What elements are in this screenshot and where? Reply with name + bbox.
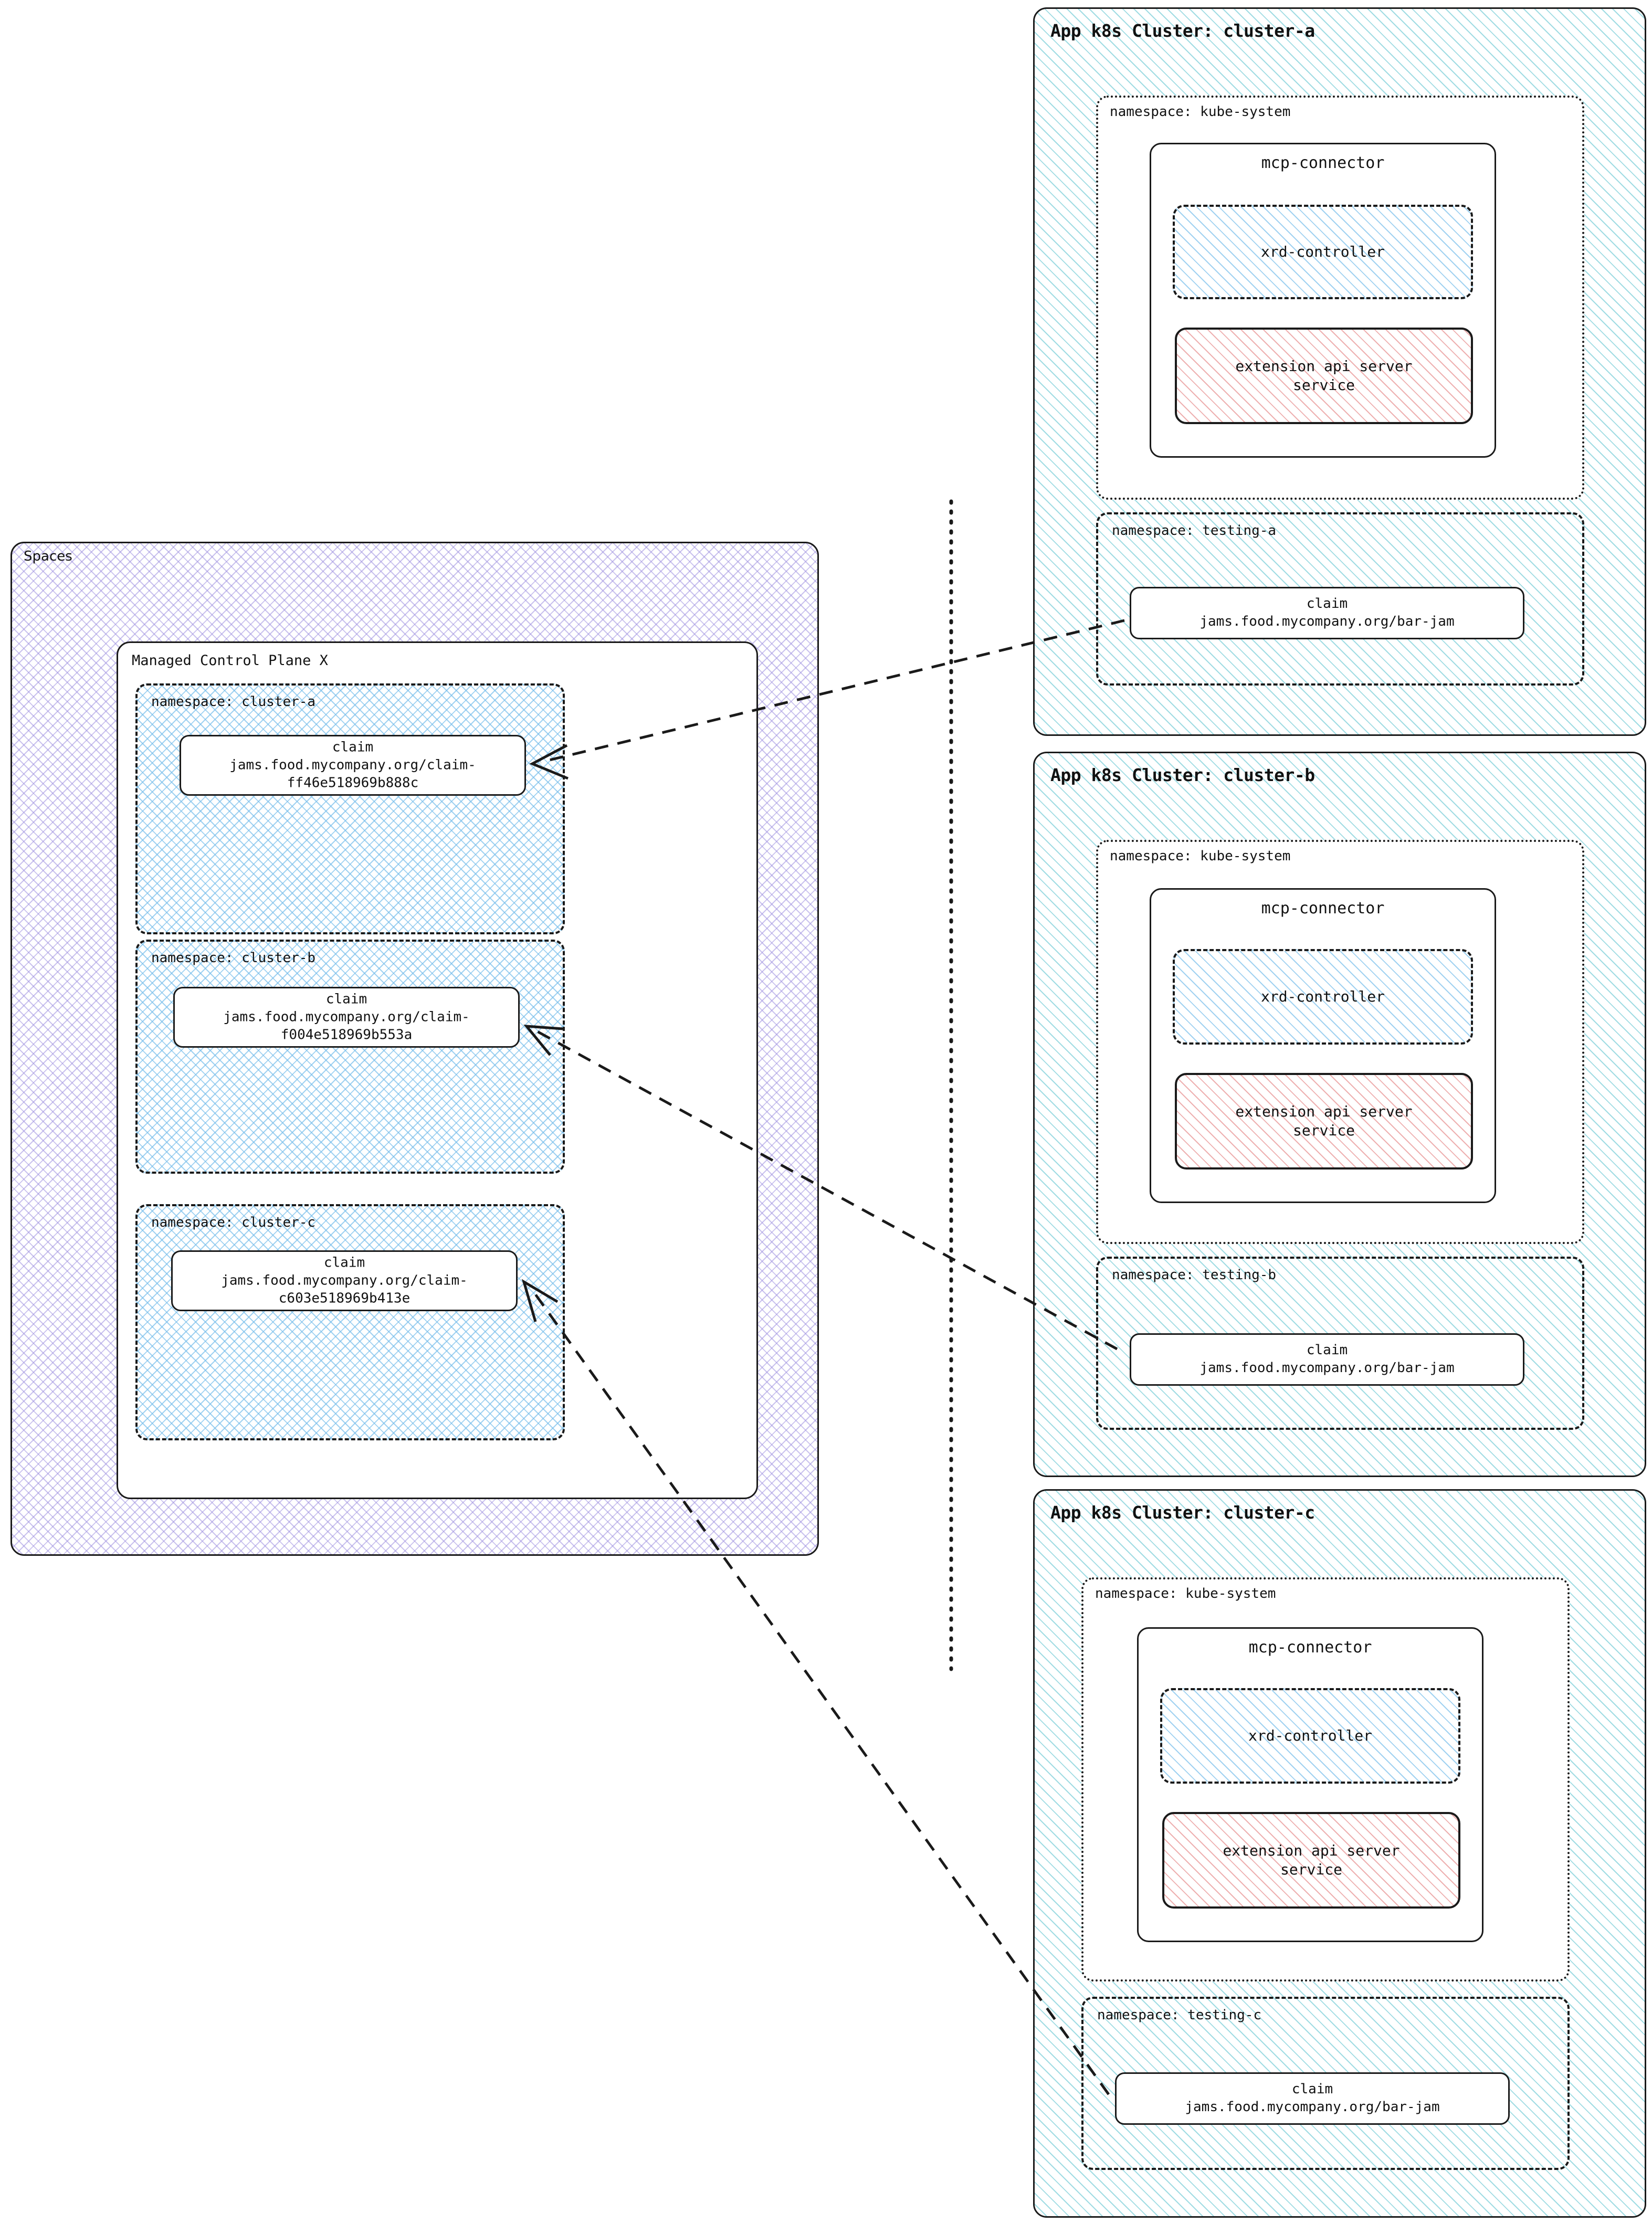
api-server-line1: extension api server [1235,1103,1413,1121]
xrd-controller-c-label: xrd-controller [1248,1727,1372,1745]
api-server-line1: extension api server [1235,357,1413,375]
namespace-testing-b-label: namespace: testing-b [1112,1267,1277,1283]
claim-cluster-a-text: claim jams.food.mycompany.org/claim- ff4… [181,739,524,792]
spaces-label: Spaces [24,549,72,564]
claim-testing-c-text: claim jams.food.mycompany.org/bar-jam [1117,2081,1508,2116]
claim-kind: claim [1291,2081,1333,2098]
namespace-cluster-b-label: namespace: cluster-b [151,950,316,966]
claim-ref-line1: jams.food.mycompany.org/claim- [223,1009,470,1025]
app-cluster-c-label: App k8s Cluster: cluster-c [1050,1502,1315,1523]
xrd-controller-a: xrd-controller [1173,205,1473,299]
api-server-line2: service [1280,1861,1342,1878]
namespace-cluster-b: namespace: cluster-b [135,940,565,1174]
namespace-testing-a-label: namespace: testing-a [1112,523,1277,539]
mcp-connector-b-label: mcp-connector [1261,899,1385,918]
extension-api-server-c-label: extension api server service [1164,1841,1458,1879]
claim-cluster-c-text: claim jams.food.mycompany.org/claim- c60… [173,1254,516,1307]
api-server-line2: service [1292,1122,1355,1139]
claim-ref-line1: jams.food.mycompany.org/bar-jam [1199,614,1455,629]
app-cluster-b-label: App k8s Cluster: cluster-b [1050,765,1315,785]
app-cluster-a-label: App k8s Cluster: cluster-a [1050,20,1315,41]
claim-ref-line1: jams.food.mycompany.org/bar-jam [1199,1360,1455,1376]
claim-kind: claim [1306,596,1348,612]
claim-ref-line1: jams.food.mycompany.org/claim- [221,1272,468,1289]
claim-cluster-b-text: claim jams.food.mycompany.org/claim- f00… [175,990,518,1044]
claim-kind: claim [1306,1342,1348,1358]
xrd-controller-a-label: xrd-controller [1260,243,1385,261]
claim-testing-a[interactable]: claim jams.food.mycompany.org/bar-jam [1130,587,1524,639]
namespace-cluster-c-label: namespace: cluster-c [151,1215,316,1230]
claim-testing-c[interactable]: claim jams.food.mycompany.org/bar-jam [1115,2072,1510,2125]
claim-ref-line1: jams.food.mycompany.org/claim- [229,757,476,773]
extension-api-server-b-label: extension api server service [1177,1102,1471,1140]
claim-ref-line2: f004e518969b553a [280,1026,413,1042]
claim-testing-b[interactable]: claim jams.food.mycompany.org/bar-jam [1130,1333,1524,1386]
claim-testing-b-text: claim jams.food.mycompany.org/bar-jam [1131,1342,1523,1377]
claim-cluster-a[interactable]: claim jams.food.mycompany.org/claim- ff4… [180,735,526,796]
claim-cluster-b[interactable]: claim jams.food.mycompany.org/claim- f00… [173,987,520,1048]
claim-kind: claim [332,739,374,755]
claim-cluster-c[interactable]: claim jams.food.mycompany.org/claim- c60… [171,1250,518,1311]
extension-api-server-c: extension api server service [1162,1812,1460,1909]
xrd-controller-b-label: xrd-controller [1260,988,1385,1006]
claim-ref-line1: jams.food.mycompany.org/bar-jam [1185,2099,1440,2115]
namespace-testing-a: namespace: testing-a [1096,512,1584,686]
claim-ref-line2: ff46e518969b888c [287,774,419,791]
api-server-line1: extension api server [1223,1842,1400,1860]
claim-ref-line2: c603e518969b413e [278,1290,411,1306]
mcp-connector-c-label: mcp-connector [1248,1638,1372,1657]
extension-api-server-b: extension api server service [1175,1073,1473,1169]
extension-api-server-a: extension api server service [1175,328,1473,424]
namespace-kube-system-a-label: namespace: kube-system [1110,104,1291,120]
namespace-cluster-c: namespace: cluster-c [135,1204,565,1440]
api-server-line2: service [1292,376,1355,394]
claim-kind: claim [325,991,367,1007]
xrd-controller-c: xrd-controller [1160,1688,1460,1784]
control-plane-label: Managed Control Plane X [132,652,328,669]
namespace-kube-system-b-label: namespace: kube-system [1110,848,1291,864]
mcp-connector-a-label: mcp-connector [1261,154,1385,172]
namespace-cluster-a: namespace: cluster-a [135,683,565,934]
namespace-kube-system-c-label: namespace: kube-system [1095,1586,1276,1601]
extension-api-server-a-label: extension api server service [1177,357,1471,395]
claim-kind: claim [323,1255,365,1271]
namespace-cluster-a-label: namespace: cluster-a [151,694,316,710]
namespace-testing-c-label: namespace: testing-c [1097,2007,1262,2023]
claim-testing-a-text: claim jams.food.mycompany.org/bar-jam [1131,595,1523,631]
xrd-controller-b: xrd-controller [1173,949,1473,1045]
